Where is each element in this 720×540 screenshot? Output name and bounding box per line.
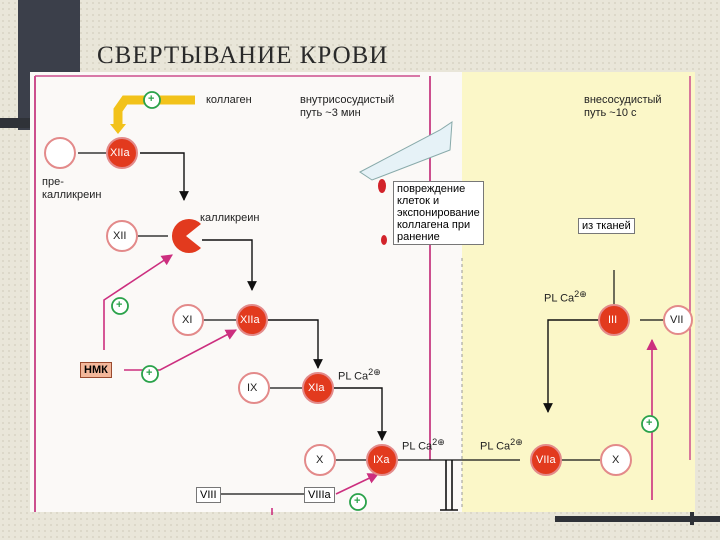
injury-line-3: экспонирование [397, 207, 480, 219]
plus-III: + [646, 417, 653, 429]
blood-drop-small-icon [381, 235, 387, 245]
extrinsic-pathway-region [462, 72, 695, 512]
plus-collagen: + [148, 93, 155, 105]
plus-marker-VIIIa [349, 493, 367, 511]
plus-VIIIa: + [354, 495, 361, 507]
plus-marker-HMK-1 [111, 297, 129, 315]
arrow-HMK-XIIa [124, 329, 237, 371]
arrow-HMK-kallikrein [103, 254, 173, 350]
VIIIa-box: VIIIa [304, 487, 335, 503]
injury-line-5: ранение [397, 231, 440, 243]
arrow-kallikrein-XIIa [202, 239, 257, 291]
node-XI [172, 304, 204, 336]
intrinsic-label-line2: путь ~3 мин [300, 107, 361, 119]
label-X-right: X [612, 454, 620, 466]
label-III: III [608, 314, 618, 326]
injury-line-2: клеток и [397, 195, 440, 207]
label-XIa: XIa [308, 382, 325, 394]
collagen-label: коллаген [206, 94, 252, 106]
label-XIIa-mid: XIIa [240, 314, 260, 326]
arrow-XIIa-kallikrein [140, 152, 189, 201]
node-XIIa-top [106, 137, 138, 169]
intrinsic-label-line1: внутрисосудистый [300, 94, 395, 106]
node-XIIa-mid [236, 304, 268, 336]
VIII-box: VIII [196, 487, 221, 503]
arrow-III-VIIa [543, 319, 620, 413]
plus-marker-III [641, 415, 659, 433]
node-VIIa [530, 444, 562, 476]
node-XII [106, 220, 138, 252]
plus-HMK-1: + [116, 299, 123, 311]
cofactor-III: PL Ca2⊕ [544, 289, 587, 305]
kallikrein-label: калликреин [200, 212, 260, 224]
cofactor-VIIa: PL Ca2⊕ [480, 437, 523, 453]
node-prekallikrein [44, 137, 76, 169]
label-XI: XI [182, 314, 193, 326]
plus-HMK-2: + [146, 367, 153, 379]
label-XII: XII [113, 230, 127, 242]
label-VIIa: VIIa [536, 454, 556, 466]
node-X-right [600, 444, 632, 476]
extrinsic-label-line1: внесосудистый [584, 94, 662, 106]
collagen-arrowhead [110, 124, 126, 134]
node-III [598, 304, 630, 336]
node-XIa [302, 372, 334, 404]
extrinsic-label-line2: путь ~10 с [584, 107, 637, 119]
cofactor-XIa: PL Ca2⊕ [338, 367, 381, 383]
injury-line-1: повреждение [397, 183, 466, 195]
node-VII [663, 305, 693, 335]
injury-line-4: коллагена при [397, 219, 471, 231]
plus-marker-collagen [143, 91, 161, 109]
cofactor-IXa: PL Ca2⊕ [402, 437, 445, 453]
node-IX [238, 372, 270, 404]
label-XIIa-top: XIIa [110, 147, 130, 159]
label-IXa: IXa [373, 454, 390, 466]
hmk-box: НМК [80, 362, 112, 378]
label-IX: IX [247, 382, 258, 394]
node-X-left [304, 444, 336, 476]
slide-title: СВЕРТЫВАНИЕ КРОВИ [97, 42, 389, 69]
node-kallikrein [171, 219, 201, 253]
arrow-XIa-IXa [334, 387, 387, 441]
from-tissues-box: из тканей [578, 218, 635, 234]
label-X-left: X [316, 454, 324, 466]
label-VII: VII [670, 314, 684, 326]
scalpel-icon [359, 121, 453, 181]
plus-marker-HMK-2 [141, 365, 159, 383]
arrow-VIIIa-IXa [335, 473, 380, 495]
decorative-rule-bottom [555, 516, 720, 522]
arrow-XIIa-XIa [268, 319, 323, 369]
injury-box: повреждение клеток и экспонирование колл… [393, 181, 484, 245]
prekallikrein-label-line2: калликреин [42, 189, 102, 201]
prekallikrein-label-line1: пре- [42, 176, 64, 188]
node-IXa [366, 444, 398, 476]
blood-drop-icon [378, 179, 386, 193]
